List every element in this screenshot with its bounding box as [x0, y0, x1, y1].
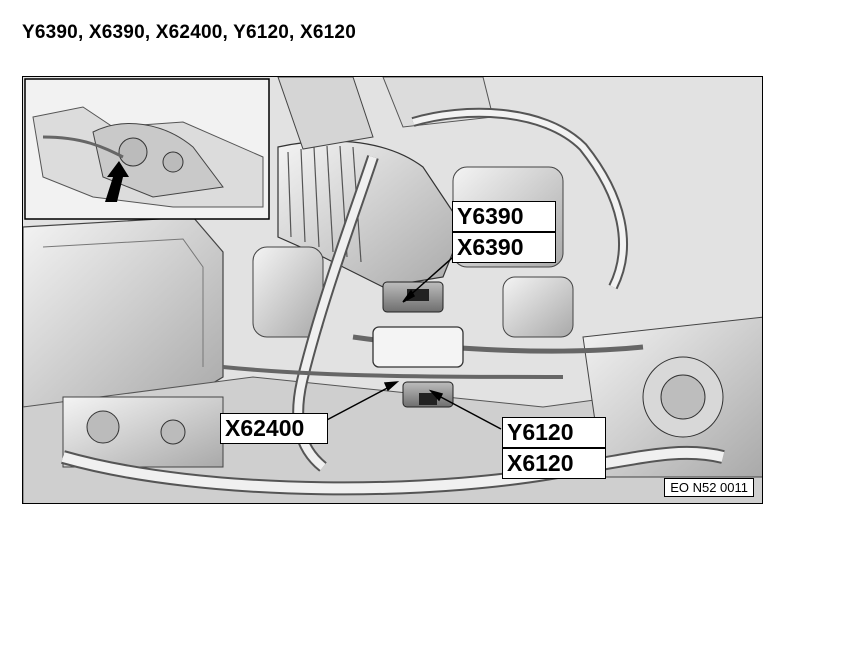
callout-y6390: Y6390 [452, 201, 556, 232]
callout-x6120: X6120 [502, 448, 606, 479]
page-title: Y6390, X6390, X62400, Y6120, X6120 [22, 22, 356, 43]
figure-code: EO N52 0011 [664, 478, 754, 497]
arrow-icon [105, 161, 129, 202]
location-inset [24, 78, 270, 220]
callout-x62400: X62400 [220, 413, 328, 444]
engine-drawing [23, 77, 762, 503]
callout-y6120: Y6120 [502, 417, 606, 448]
engine-illustration: Y6390 X6390 X62400 Y6120 X6120 EO N52 00… [22, 76, 763, 504]
callout-x6390: X6390 [452, 232, 556, 263]
